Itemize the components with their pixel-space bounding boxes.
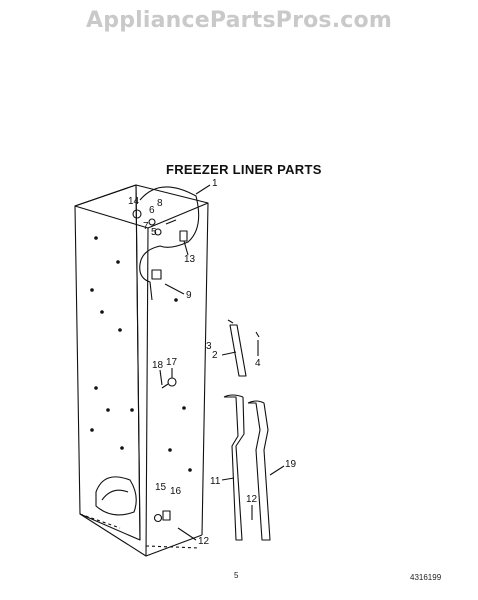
callout-8: 8	[157, 198, 163, 209]
part-14-nut	[132, 209, 142, 219]
hole	[106, 408, 110, 412]
callout-2: 2	[212, 350, 218, 361]
hole	[168, 448, 172, 452]
hole	[118, 328, 122, 332]
leader-19	[269, 465, 285, 476]
callout-15: 15	[155, 482, 167, 493]
leader-1	[195, 184, 211, 195]
part-15-screw	[153, 513, 163, 523]
leader-9	[164, 283, 185, 295]
leader-2	[221, 351, 237, 356]
hole	[90, 288, 94, 292]
part-17-nut	[167, 377, 177, 387]
leader-13	[183, 240, 189, 256]
mounting-holes	[90, 236, 192, 472]
liner-back-edge	[135, 184, 141, 541]
rail-2-fastener-3	[227, 319, 234, 324]
hole	[94, 386, 98, 390]
leader-11	[221, 477, 235, 481]
part-16-clip	[162, 510, 171, 521]
callout-12-base: 12	[198, 536, 210, 547]
callout-4: 4	[255, 358, 261, 369]
drain-opening	[95, 476, 137, 516]
rail-19	[248, 402, 271, 541]
leader-12b	[177, 527, 197, 541]
callout-1: 1	[212, 178, 218, 189]
page-number: 5	[234, 571, 239, 580]
hole	[116, 260, 120, 264]
rail-19-outline	[247, 400, 265, 404]
callout-6: 6	[149, 205, 155, 216]
rail-11-outline	[223, 394, 244, 398]
watermark: AppliancePartsPros.com	[86, 8, 392, 33]
part-9-clip	[151, 269, 162, 280]
leader-18	[159, 369, 163, 386]
hole	[188, 468, 192, 472]
part-8-pin	[165, 219, 177, 225]
hole	[120, 446, 124, 450]
hole	[130, 408, 134, 412]
callout-3: 3	[206, 341, 212, 352]
hole	[100, 310, 104, 314]
fan-recess	[139, 186, 200, 301]
rail-2-fastener-4	[255, 331, 260, 338]
callout-19: 19	[285, 459, 297, 470]
part-6-screw	[148, 218, 156, 226]
callout-9: 9	[186, 290, 192, 301]
liner-right-edge	[201, 202, 209, 536]
floor-dashed-line-2	[79, 513, 121, 529]
liner-inner-edge	[145, 227, 149, 557]
callout-7: 7	[143, 221, 149, 232]
part-13-bracket	[179, 230, 188, 242]
hole	[90, 428, 94, 432]
callout-13: 13	[184, 254, 196, 265]
callout-18: 18	[152, 360, 164, 371]
drain-inner	[101, 489, 129, 501]
part-18-bolt	[161, 383, 169, 389]
callout-11: 11	[210, 476, 221, 487]
rail-2	[229, 324, 247, 377]
callout-14: 14	[128, 196, 140, 207]
callout-12-rail: 12	[246, 494, 258, 505]
diagram-title: FREEZER LINER PARTS	[166, 162, 322, 177]
hole	[182, 406, 186, 410]
hole	[174, 298, 178, 302]
rail-11	[224, 396, 245, 541]
hole	[94, 236, 98, 240]
liner-front-outline	[74, 184, 141, 541]
callout-17: 17	[166, 357, 178, 368]
callout-16: 16	[170, 486, 182, 497]
part-7-washer	[154, 228, 162, 236]
callout-5: 5	[151, 227, 157, 238]
document-code: 4316199	[410, 573, 442, 582]
